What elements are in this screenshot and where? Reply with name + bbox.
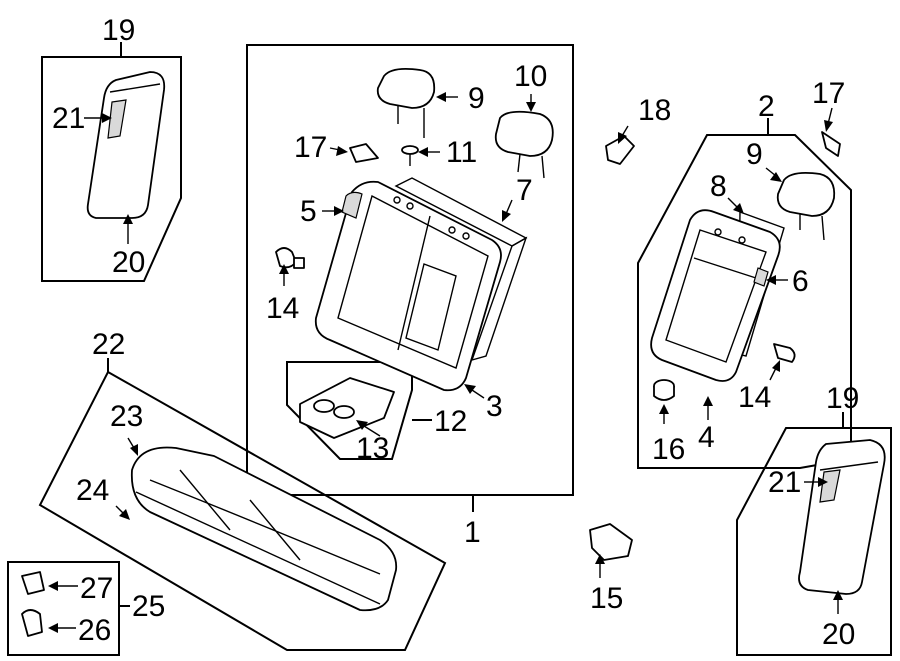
callout-17-right: 17 [812,77,845,110]
callout-17-left: 17 [294,131,327,164]
callout-26: 26 [78,614,111,647]
callout-9-center: 9 [468,82,485,115]
callout-18: 18 [638,94,671,127]
main-backrest-box [246,44,574,496]
callout-25: 25 [132,590,165,623]
callout-7: 7 [516,174,533,207]
seat-cushion [130,446,398,612]
callout-11: 11 [446,136,477,169]
callout-5: 5 [300,195,317,228]
callout-14-right: 14 [738,381,771,414]
armrest-group-box-left [41,56,182,282]
callout-8: 8 [710,170,727,203]
callout-1: 1 [464,516,481,549]
callout-6: 6 [792,265,809,298]
callout-21-right: 21 [768,466,801,499]
callout-20-left: 20 [112,246,145,279]
bolt-14-right [773,343,796,363]
armrest-group-box-right [736,427,892,656]
callout-19-left: 19 [102,14,135,47]
callout-16: 16 [652,433,685,466]
callout-24: 24 [76,474,109,507]
bolt-11 [401,145,419,166]
clip-27 [21,571,45,595]
armrest-right [798,439,886,595]
callout-15: 15 [590,582,623,615]
bushing-16 [653,379,675,401]
headrest-right [494,110,554,179]
callout-19-right: 19 [826,382,859,415]
callout-20-right: 20 [822,618,855,651]
clip-26 [21,609,43,637]
side-backrest [650,209,785,382]
callout-13: 13 [356,432,389,465]
trim-clip-17-right [821,131,841,157]
callout-4: 4 [698,421,715,454]
armrest-left [86,71,166,219]
cupholder [299,377,395,439]
bolt-14-left [275,247,305,269]
callout-14-left: 14 [266,292,299,325]
callout-3: 3 [486,390,503,423]
bracket-15 [589,523,633,561]
callout-10: 10 [514,60,547,93]
main-backrest [314,177,528,392]
callout-12: 12 [434,405,467,438]
callout-21-left: 21 [52,102,85,135]
callout-2: 2 [758,90,775,123]
callout-27: 27 [80,572,113,605]
callout-22: 22 [92,328,125,361]
trim-clip-17 [349,143,379,163]
callout-9-side: 9 [746,138,763,171]
headrest-side [776,171,836,241]
cushion-box [38,370,447,651]
callout-23: 23 [110,400,143,433]
clip-box [7,561,120,656]
callout-arrows [48,92,843,633]
headrest-center [376,67,436,138]
